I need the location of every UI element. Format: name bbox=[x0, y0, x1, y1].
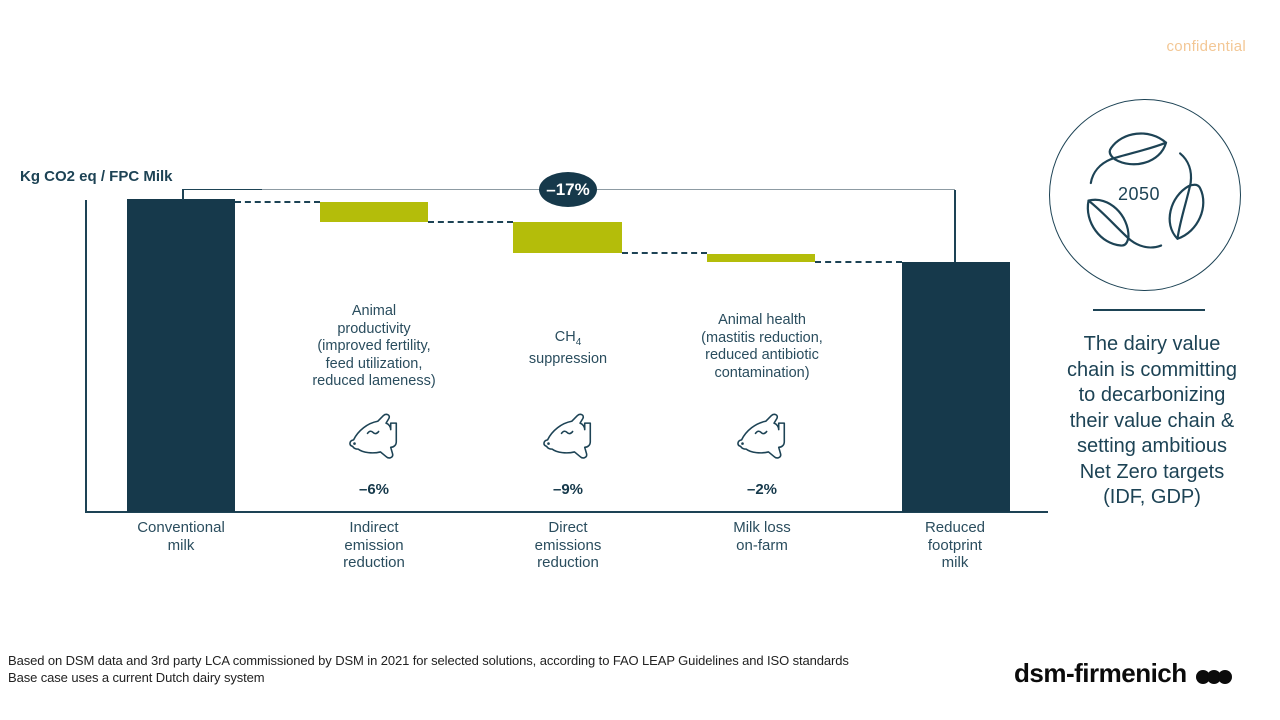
cow-icon bbox=[543, 413, 592, 459]
waterfall-connector bbox=[622, 252, 707, 254]
note-ch4-suppression: CH4 suppression bbox=[468, 329, 668, 369]
waterfall-bar-conventional-milk bbox=[127, 199, 235, 512]
total-reduction-badge: –17% bbox=[539, 172, 597, 207]
waterfall-bar-direct-emissions-reduction bbox=[513, 222, 622, 253]
net-zero-message: The dairy value chain is committing to d… bbox=[1066, 333, 1238, 508]
dsm-firmenich-logo: dsm-firmenich bbox=[1014, 658, 1232, 689]
divider-line bbox=[1093, 309, 1205, 311]
waterfall-bar-reduced-footprint-milk bbox=[902, 262, 1010, 512]
reduction-pct-direct: –9% bbox=[552, 481, 584, 498]
dot-icon bbox=[1206, 669, 1221, 684]
note-ch4-suffix: suppression bbox=[528, 351, 608, 368]
y-axis-label: Kg CO2 eq / FPC Milk bbox=[20, 168, 173, 185]
x-label-indirect-emission-reduction: Indirect emission reduction bbox=[343, 519, 405, 571]
note-animal-health: Animal health (mastitis reduction, reduc… bbox=[701, 312, 823, 381]
note-animal-productivity: Animal productivity (improved fertility,… bbox=[312, 303, 436, 389]
note-ch4-prefix: CH bbox=[554, 329, 576, 345]
waterfall-bar-indirect-emission-reduction bbox=[320, 202, 428, 222]
target-year-label: 2050 bbox=[1117, 184, 1161, 204]
confidential-label: confidential bbox=[1166, 38, 1246, 55]
target-2050-badge: 2050 bbox=[1049, 99, 1241, 291]
total-bracket-drop bbox=[954, 190, 956, 262]
dot-icon bbox=[1195, 669, 1210, 684]
reduction-pct-milk-loss: –2% bbox=[746, 481, 778, 498]
waterfall-connector bbox=[428, 221, 513, 223]
footnote: Based on DSM data and 3rd party LCA comm… bbox=[8, 653, 849, 685]
cow-icon bbox=[349, 413, 398, 459]
x-label-milk-loss-on-farm: Milk loss on-farm bbox=[733, 519, 791, 554]
leaf-cycle-icon bbox=[1086, 132, 1205, 249]
y-axis-line bbox=[85, 200, 87, 512]
x-label-conventional-milk: Conventional milk bbox=[137, 519, 225, 554]
waterfall-connector bbox=[815, 261, 902, 263]
waterfall-connector bbox=[235, 201, 320, 203]
x-label-direct-emissions-reduction: Direct emissions reduction bbox=[534, 519, 602, 571]
brand-logo-text: dsm-firmenich bbox=[1014, 658, 1187, 688]
x-axis-line bbox=[85, 511, 1048, 513]
cow-icon bbox=[737, 413, 786, 459]
brand-dots-icon bbox=[1195, 669, 1232, 684]
reduction-pct-indirect: –6% bbox=[358, 481, 390, 498]
dot-icon bbox=[1217, 669, 1232, 684]
total-bracket-line-left bbox=[182, 189, 262, 190]
total-bracket-stub bbox=[182, 190, 184, 200]
waterfall-bar-milk-loss-on-farm bbox=[707, 254, 815, 262]
x-label-reduced-footprint-milk: Reduced footprint milk bbox=[924, 519, 986, 571]
note-ch4-subscript: 4 bbox=[575, 336, 582, 348]
